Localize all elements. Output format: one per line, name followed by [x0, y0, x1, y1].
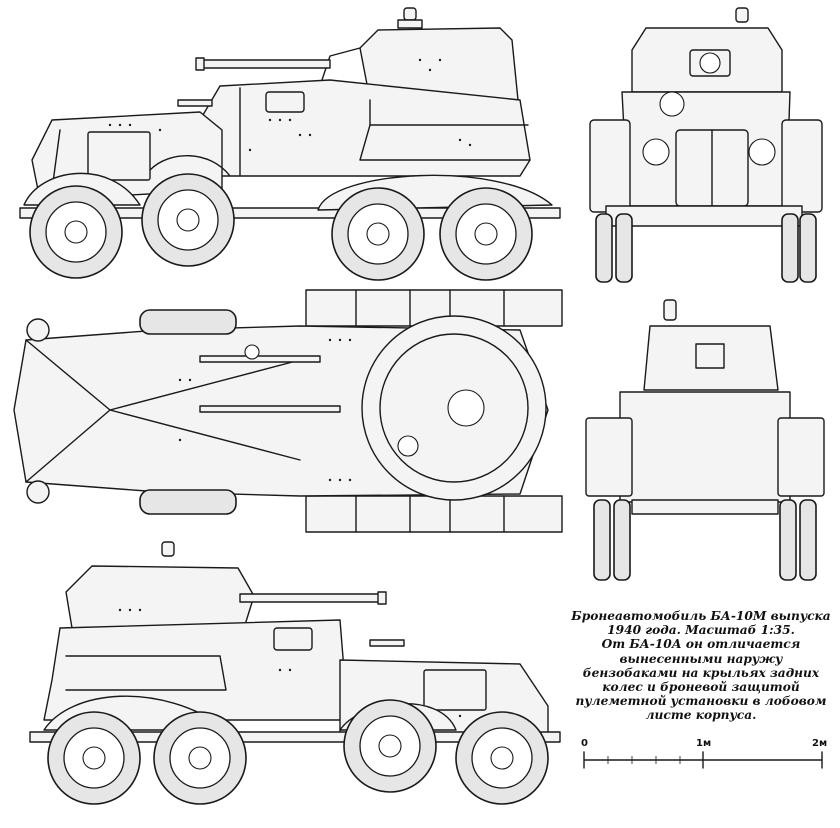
caption-line: пулеметной установки в лобовом: [575, 694, 827, 709]
scale-label-1m: 1м: [696, 738, 712, 749]
caption-line: вынесенными наружу: [619, 651, 783, 666]
caption-line: 1940 года. Масштаб 1:35.: [607, 623, 795, 638]
scale-label-0: 0: [581, 738, 588, 749]
caption-line: листе корпуса.: [645, 708, 757, 723]
caption-line: бензобаками на крыльях задних: [582, 665, 820, 680]
caption-line: От БА-10А он отличается: [601, 637, 801, 652]
scale-bar: [583, 751, 823, 769]
caption-line: колес и броневой защитой: [602, 680, 800, 695]
scale-label-2m: 2м: [812, 738, 828, 749]
rear-view: [585, 299, 825, 581]
caption-line: Бронеавтомобиль БА-10М выпуска: [571, 609, 831, 623]
front-view: [589, 7, 823, 283]
top-view: [13, 289, 563, 533]
caption: Бронеавтомобиль БА-10М выпуска 1940 года…: [566, 609, 836, 723]
side-view-right: [29, 541, 561, 805]
side-view-left: [19, 7, 561, 281]
